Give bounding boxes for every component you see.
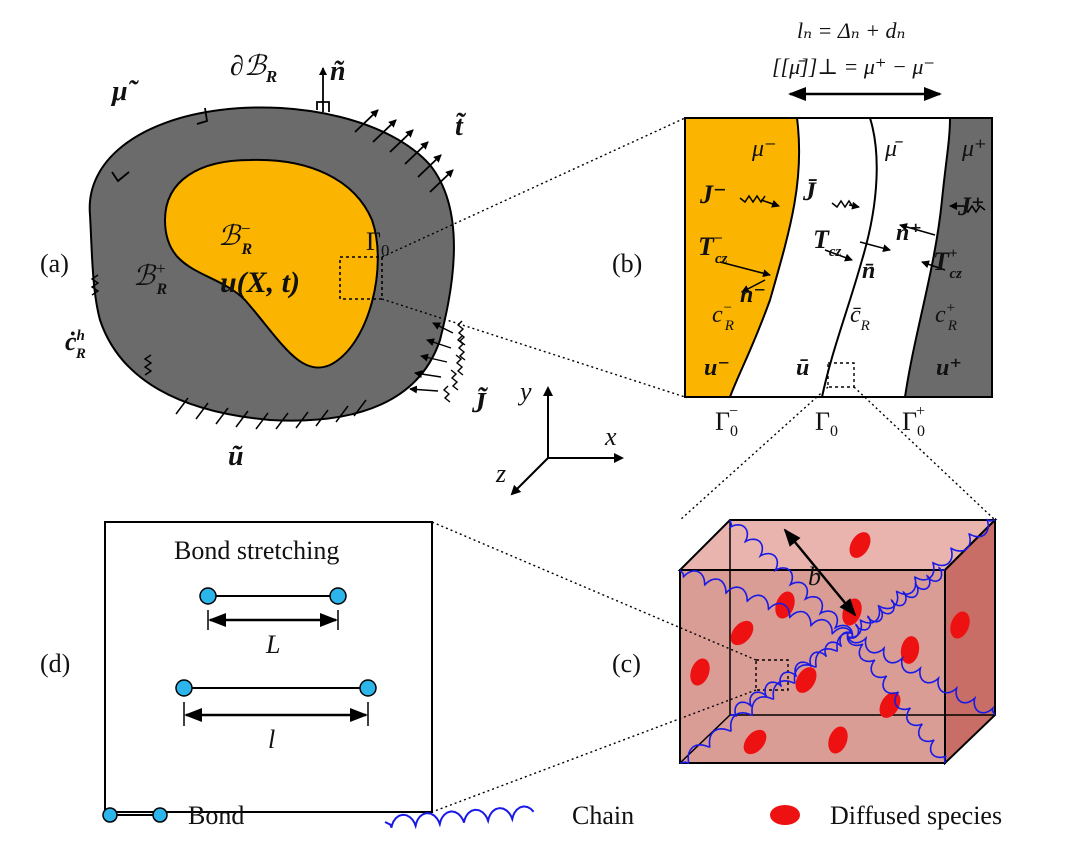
axis-x-label: x [604, 422, 617, 451]
legend-chain-label: Chain [572, 801, 634, 830]
bond-short-node-left [199, 587, 217, 605]
J-bar-label: J̄ [802, 177, 818, 206]
polymer-chain-5 [679, 631, 853, 764]
legend-bond-label: Bond [188, 801, 244, 830]
n-plus-label: n⁺ [896, 220, 922, 246]
zoom-box-c [755, 659, 789, 691]
c-bar-label: c̄R [850, 302, 870, 334]
zoom-box-a [339, 256, 383, 300]
box-top-face [677, 519, 998, 571]
diffused-species-6 [900, 636, 920, 664]
flux-arrows [410, 321, 466, 403]
u-bar-label: ū [796, 355, 809, 381]
polymer-chain-4 [847, 566, 946, 639]
minus-region [684, 117, 801, 398]
bond-stretching-frame [104, 521, 433, 813]
T-plus-label: T+cz [933, 246, 962, 282]
zoom-lines-cd [431, 521, 757, 813]
traction-arrows [354, 109, 454, 193]
panel-label-d: (d) [40, 649, 70, 678]
field-label: u(X, t) [220, 266, 300, 299]
fixed-support-hatch [175, 397, 367, 430]
polymer-chain-2 [847, 518, 996, 639]
J-minus-label: J⁻ [699, 180, 727, 209]
coordinate-axes [510, 386, 624, 496]
boundary-label: ∂ℬR [230, 51, 277, 86]
outer-body-label: ℬ+R [133, 259, 168, 298]
flux-label: J̃ [471, 388, 489, 419]
panel-b: (b) lₙ = Δₙ + dₙ [[μ̄]]⊥ = μ⁺ − μ⁻ μ⁻ μ̄… [612, 18, 993, 440]
flux-rate-wiggles [90, 274, 153, 376]
panel-c: b (c) [612, 517, 998, 766]
diffused-species-10 [743, 729, 767, 755]
mu-plus-label: μ⁺ [961, 136, 987, 162]
diffused-species-4 [690, 658, 710, 686]
u-minus-label: u⁻ [704, 355, 730, 381]
polymer-chain-8 [846, 633, 996, 716]
length-L-label: L [265, 630, 280, 659]
polymer-chain-3 [679, 569, 854, 637]
zoom-box-b [827, 362, 855, 388]
jump-equation: [[μ̄]]⊥ = μ⁺ − μ⁻ [772, 54, 935, 79]
normal-label: ñ [330, 56, 346, 87]
zoom-lines-ab [381, 117, 686, 398]
displacement-label: ũ [228, 441, 244, 472]
diffused-species-7 [950, 611, 970, 639]
legend-species-label: Diffused species [830, 801, 1002, 830]
u-plus-label: u⁺ [936, 355, 962, 381]
panel-label-c: (c) [612, 649, 641, 678]
bond-stretching-title: Bond stretching [174, 536, 339, 565]
normal-vector [316, 67, 330, 112]
polymer-chain-7 [729, 631, 853, 718]
gap-equation: lₙ = Δₙ + dₙ [797, 18, 905, 43]
gamma-plus-label: Γ0+ [902, 403, 925, 440]
potential-brackets [111, 107, 209, 183]
axis-y-label: y [517, 377, 532, 406]
legend-chain-icon [384, 805, 535, 830]
bond-long-node-left [175, 679, 193, 697]
gamma-0-label: Γ0 [815, 407, 838, 440]
c-minus-label: c−R [712, 300, 734, 334]
mid-interface [821, 117, 878, 398]
legend: Bond Chain Diffused species [102, 801, 1002, 830]
traction-label: t̃ [455, 111, 467, 142]
plus-region [903, 117, 993, 398]
axis-z-label: z [495, 459, 506, 488]
zoom-lines-bc [679, 386, 996, 521]
mu-minus-label: μ⁻ [751, 136, 777, 162]
potential-label: μ̃ [110, 76, 140, 107]
inner-body-shape [163, 158, 379, 369]
legend-species-icon [770, 805, 800, 825]
diffused-species-9 [828, 726, 848, 754]
n-bar-label: n̄ [862, 258, 875, 284]
panel-label-a: (a) [40, 249, 69, 278]
inner-body-label: ℬ−R [218, 219, 253, 258]
T-bar-label: Tcz [813, 225, 842, 260]
J-plus-label: J⁺ [957, 192, 985, 221]
T-minus-label: T−cz [698, 231, 728, 267]
interface-label: Γ0 [366, 227, 390, 260]
panel-label-b: (b) [612, 249, 642, 278]
bond-long-node-right [359, 679, 377, 697]
diffused-species-3 [730, 620, 754, 646]
end-to-end-arrow [783, 528, 857, 617]
legend-bond-icon [102, 807, 118, 823]
gamma-minus-label: Γ0− [715, 403, 738, 440]
panel-b-arrows [719, 194, 986, 293]
panel-d: Bond stretching L l (d) [40, 521, 433, 813]
polymer-chain-6 [846, 632, 947, 764]
bond-short-node-right [329, 587, 347, 605]
end-to-end-label: b [808, 562, 821, 591]
length-l-label: l [268, 725, 275, 754]
diffused-species-5 [795, 667, 817, 693]
c-plus-label: c+R [935, 300, 957, 334]
n-minus-label: n⁻ [740, 282, 766, 308]
